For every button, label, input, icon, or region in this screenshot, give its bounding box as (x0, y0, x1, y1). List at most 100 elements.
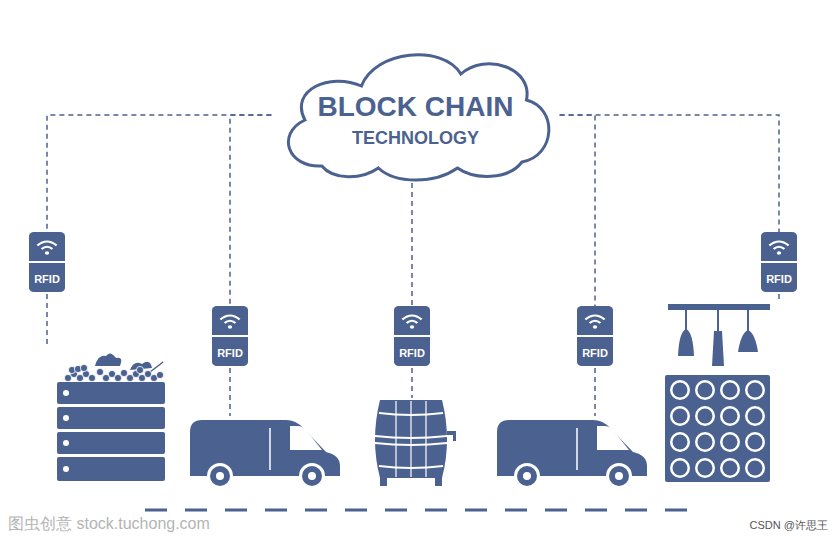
barrel-tap (447, 431, 456, 435)
grape (120, 369, 127, 376)
tag-divider (29, 261, 65, 263)
bottle-ring (670, 406, 690, 426)
wifi-icon (774, 247, 785, 249)
barrel-stave (410, 401, 411, 477)
bottle-ring (720, 380, 740, 400)
bottle-end (673, 461, 688, 476)
wine-barrel (375, 400, 456, 486)
bottle-ring (695, 406, 715, 426)
crate-hole (63, 440, 69, 446)
wifi-icon (220, 316, 239, 320)
bottle-end (698, 461, 713, 476)
rfid-tag: RFID (577, 306, 613, 366)
bottle-end (673, 435, 688, 450)
crate-hole (63, 466, 69, 472)
rfid-label: RFID (577, 347, 613, 360)
barrel-body (375, 400, 447, 478)
wifi-icon (45, 251, 49, 255)
crate-slat (57, 382, 165, 404)
crate-hole (63, 390, 69, 396)
grape (156, 371, 163, 378)
dashed-connector (47, 115, 271, 232)
wifi-icon (225, 321, 236, 323)
bottle-ring (720, 458, 740, 478)
bottle-ring (745, 432, 765, 452)
wifi-icon (402, 316, 421, 320)
rfid-tag: RFID (394, 306, 430, 366)
watermark: CSDN @许思王 (750, 518, 828, 533)
tag-body (212, 306, 248, 366)
tag-body (394, 306, 430, 366)
dashed-line (411, 368, 413, 398)
van (497, 420, 647, 489)
bottle-cabinet (665, 375, 770, 482)
bottle-end (748, 409, 763, 424)
glass-stem (717, 310, 719, 332)
crate-slat (57, 432, 165, 454)
wifi-icon (769, 242, 788, 246)
bottle-end (723, 409, 738, 424)
watermark: 图虫创意 stock.tuchong.com (8, 514, 210, 535)
bottle-end (673, 409, 688, 424)
dashed-line (46, 294, 48, 346)
bottle-ring (745, 406, 765, 426)
tag-divider (577, 335, 613, 337)
grape-leaf (95, 353, 121, 366)
bottle-ring (720, 432, 740, 452)
tag-divider (212, 335, 248, 337)
bottle-ring (695, 432, 715, 452)
bottle-ring (745, 380, 765, 400)
wine-glass (738, 330, 758, 352)
crate-hole (63, 415, 69, 421)
grape (136, 366, 143, 373)
tag-divider (761, 261, 797, 263)
wifi-icon (590, 321, 601, 323)
van (190, 420, 340, 489)
rfid-label: RFID (394, 347, 430, 360)
bottle-ring (695, 380, 715, 400)
dashed-connector (230, 115, 271, 306)
dashed-line (594, 368, 596, 416)
bottle-end (748, 435, 763, 450)
dashed-line (229, 368, 231, 416)
dashed-connector (411, 183, 413, 306)
rfid-tag: RFID (761, 232, 797, 292)
bottle-ring (720, 406, 740, 426)
wifi-icon (42, 247, 53, 249)
barrel-stave (395, 401, 396, 477)
bottle-ring (670, 380, 690, 400)
barrel-leg (435, 478, 442, 486)
bottle-end (673, 383, 688, 398)
grapes (64, 364, 163, 381)
barrel-tap (453, 435, 456, 441)
rfid-label: RFID (212, 347, 248, 360)
grape-crate (57, 353, 165, 481)
ground-line (145, 509, 700, 512)
glass-stem (685, 310, 687, 330)
bottle-ring (670, 432, 690, 452)
tag-body (29, 232, 65, 292)
glass-stem (747, 310, 749, 331)
rfid-label: RFID (29, 273, 65, 286)
bottle-end (723, 435, 738, 450)
rfid-label: RFID (761, 273, 797, 286)
barrel-stave (425, 401, 426, 477)
wifi-icon (593, 325, 597, 329)
bottle-end (748, 461, 763, 476)
dashed-connector (560, 115, 779, 232)
cloud-subtitle: TECHNOLOGY (352, 127, 479, 149)
bottle-end (723, 383, 738, 398)
grape (88, 374, 95, 381)
bottle-ring (745, 458, 765, 478)
wifi-icon (410, 325, 414, 329)
crate-slat (57, 457, 165, 481)
cloud-title: BLOCK CHAIN (317, 91, 513, 123)
wifi-icon (228, 325, 232, 329)
grape (114, 374, 121, 381)
bottle-end (748, 383, 763, 398)
glass-rail (668, 304, 770, 310)
bottle-end (723, 461, 738, 476)
rfid-tag: RFID (212, 306, 248, 366)
barrel-leg (380, 478, 387, 486)
